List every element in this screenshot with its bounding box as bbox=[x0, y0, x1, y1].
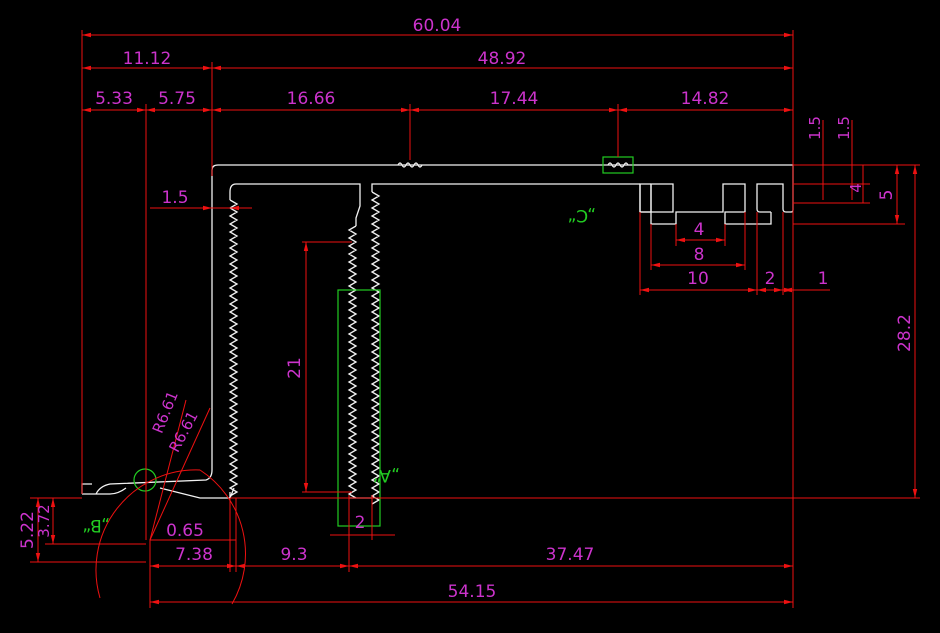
dimension-arrowheads bbox=[35, 32, 918, 605]
detail-box-a[interactable] bbox=[337, 289, 381, 527]
detail-circle-b[interactable] bbox=[133, 468, 157, 492]
label-b: „B“ bbox=[82, 515, 110, 535]
dim-seg-3: 14.82 bbox=[681, 89, 730, 109]
dim-tooth-width: 2 bbox=[355, 513, 366, 533]
center-leg-serration bbox=[347, 191, 381, 505]
dim-top-step-2: 1.5 bbox=[835, 116, 853, 140]
dim-seg-2: 17.44 bbox=[490, 89, 539, 109]
dim-overall-width: 60.04 bbox=[413, 16, 462, 36]
dim-slot-inner: 4 bbox=[694, 220, 705, 240]
break-marker-2 bbox=[607, 162, 629, 168]
dim-offset-065: 0.65 bbox=[166, 521, 204, 541]
dim-height-a: 5.22 bbox=[18, 511, 38, 549]
dim-left-offset-b: 5.75 bbox=[158, 89, 196, 109]
dim-height-b: 3.72 bbox=[35, 504, 53, 537]
dim-bottom-total: 54.15 bbox=[448, 582, 497, 602]
dim-seg-1: 16.66 bbox=[287, 89, 336, 109]
profile-outline bbox=[81, 164, 794, 499]
dim-step-4: 4 bbox=[847, 183, 865, 193]
dimension-lines bbox=[30, 30, 920, 608]
dim-top-right-width: 48.92 bbox=[478, 49, 527, 69]
dim-step-5: 5 bbox=[877, 190, 897, 201]
dim-slot-outer: 10 bbox=[687, 269, 709, 289]
dim-wall-thickness: 1.5 bbox=[161, 188, 188, 208]
dim-top-left-width: 11.12 bbox=[123, 49, 172, 69]
label-a: „A“ bbox=[373, 465, 400, 485]
dim-bottom-738: 7.38 bbox=[175, 545, 213, 565]
dim-gap-2: 2 bbox=[765, 269, 776, 289]
label-c: „C“ bbox=[567, 205, 596, 225]
dim-left-offset-a: 5.33 bbox=[95, 89, 133, 109]
detail-b-arc bbox=[95, 469, 201, 599]
break-marker-1 bbox=[397, 162, 423, 168]
dim-bottom-93: 9.3 bbox=[280, 545, 307, 565]
left-leg-serration bbox=[228, 199, 239, 498]
dim-teeth-length: 21 bbox=[285, 357, 305, 379]
dim-top-step-1: 1.5 bbox=[806, 116, 824, 140]
dim-slot-mid: 8 bbox=[694, 245, 705, 265]
dimension-labels: 60.04 11.12 48.92 5.33 5.75 16.66 17.44 … bbox=[18, 16, 915, 602]
dim-gap-1: 1 bbox=[818, 269, 829, 289]
detail-b-arc-2 bbox=[199, 469, 246, 605]
dim-height-total: 28.2 bbox=[895, 314, 915, 352]
dim-bottom-3747: 37.47 bbox=[546, 545, 595, 565]
